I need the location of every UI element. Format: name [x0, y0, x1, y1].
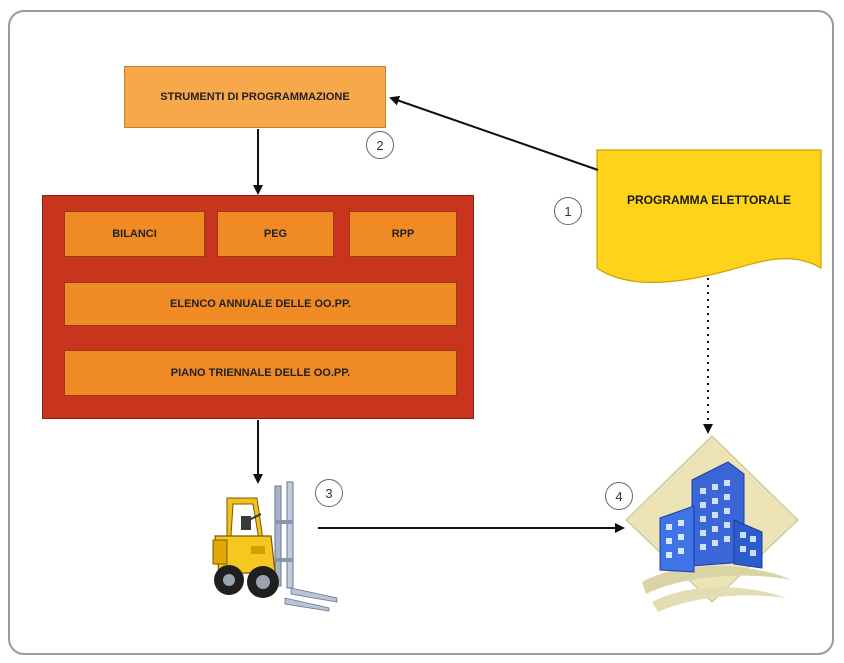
forklift-icon	[212, 481, 338, 612]
step-2-badge: 2	[366, 131, 394, 159]
peg-box: PEG	[217, 211, 334, 257]
peg-label: PEG	[263, 228, 288, 240]
programma-document-shape	[596, 149, 822, 283]
piano-triennale-box: PIANO TRIENNALE DELLE OO.PP.	[64, 350, 457, 396]
elenco-annuale-label: ELENCO ANNUALE DELLE OO.PP.	[170, 298, 351, 310]
piano-triennale-label: PIANO TRIENNALE DELLE OO.PP.	[170, 367, 351, 379]
step-1-badge: 1	[554, 197, 582, 225]
building-icon	[625, 435, 799, 612]
rpp-label: RPP	[391, 228, 415, 240]
programma-elettorale-label: PROGRAMMA ELETTORALE	[627, 193, 791, 207]
arrow-programma-to-strumenti	[389, 95, 599, 171]
bilanci-label: BILANCI	[112, 228, 157, 240]
strumenti-programmazione-label: STRUMENTI DI PROGRAMMAZIONE	[160, 91, 350, 103]
rpp-box: RPP	[349, 211, 457, 257]
step-3-badge: 3	[315, 479, 343, 507]
bilanci-box: BILANCI	[64, 211, 205, 257]
step-4-badge: 4	[605, 482, 633, 510]
elenco-annuale-box: ELENCO ANNUALE DELLE OO.PP.	[64, 282, 457, 326]
strumenti-programmazione-box: STRUMENTI DI PROGRAMMAZIONE	[124, 66, 386, 128]
